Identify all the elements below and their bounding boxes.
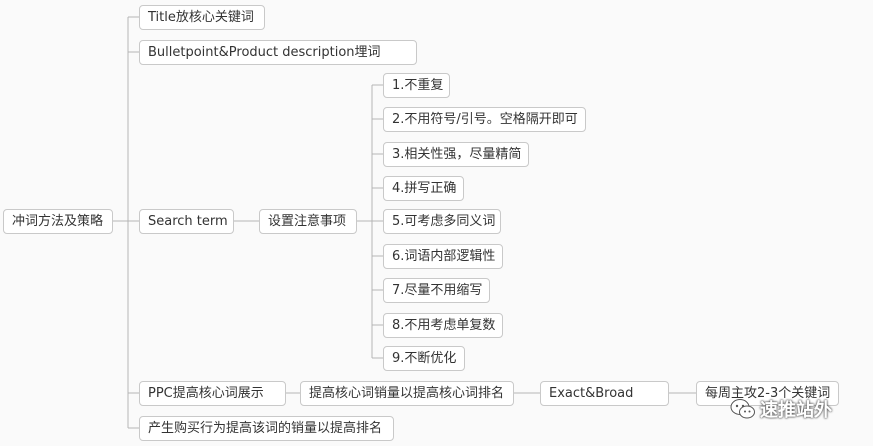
wechat-icon [730, 399, 755, 419]
ppc-step-1[interactable]: 提高核心词销量以提高核心词排名 [300, 381, 514, 406]
root-node[interactable]: 冲词方法及策略 [3, 209, 113, 234]
watermark: 速推站外 [730, 396, 832, 422]
note-5[interactable]: 5.可考虑多同义词 [383, 209, 501, 234]
branch-bullet[interactable]: Bulletpoint&Product description埋词 [139, 40, 417, 65]
note-4[interactable]: 4.拼写正确 [383, 176, 464, 201]
ppc-step-2[interactable]: Exact&Broad [540, 381, 669, 406]
branch-purchase[interactable]: 产生购买行为提高该词的销量以提高排名 [139, 416, 394, 441]
note-2[interactable]: 2.不用符号/引号。空格隔开即可 [383, 107, 586, 132]
branch-search-term[interactable]: Search term [139, 209, 234, 234]
branch-title[interactable]: Title放核心关键词 [139, 5, 265, 30]
node-settings[interactable]: 设置注意事项 [259, 209, 357, 234]
note-7[interactable]: 7.尽量不用缩写 [383, 278, 490, 303]
ppc-step-3[interactable]: 每周主攻2-3个关键词 [696, 381, 839, 406]
note-3[interactable]: 3.相关性强，尽量精简 [383, 142, 529, 167]
watermark-text: 速推站外 [760, 400, 832, 421]
note-1[interactable]: 1.不重复 [383, 73, 450, 98]
note-9[interactable]: 9.不断优化 [383, 346, 465, 371]
note-6[interactable]: 6.词语内部逻辑性 [383, 244, 503, 269]
branch-ppc[interactable]: PPC提高核心词展示 [139, 381, 286, 406]
note-8[interactable]: 8.不用考虑单复数 [383, 313, 503, 338]
